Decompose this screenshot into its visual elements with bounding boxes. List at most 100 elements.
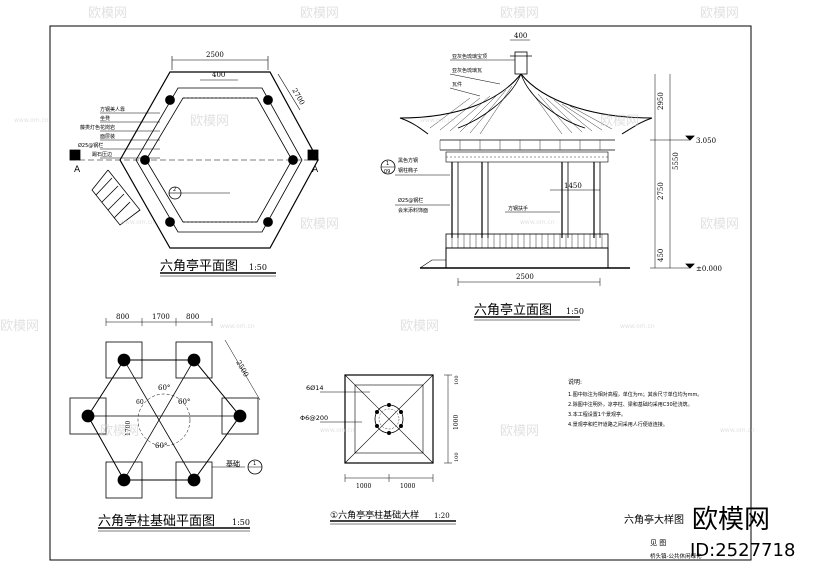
detail-rebar-top: 6Ø14 bbox=[306, 384, 324, 392]
plan-detail-ref: 2 bbox=[173, 187, 176, 193]
foundation-plan-scale: 1:50 bbox=[232, 518, 250, 527]
elevation-scale: 1:50 bbox=[566, 307, 584, 316]
plan-dim-width: 2500 bbox=[206, 51, 224, 59]
watermark-layer: 欧模网 欧模网 欧模网 欧模网 欧模网 欧模网 欧模网 欧模网 欧模网 欧模网 … bbox=[0, 6, 755, 439]
plan-dim-side: 2700 bbox=[290, 87, 306, 106]
watermark-brand: 欧模网 bbox=[700, 6, 739, 21]
elevation-callout: 黑色方钢 bbox=[398, 157, 418, 164]
plan-scale: 1:50 bbox=[249, 263, 267, 272]
plan-callout: 藤类灯色花岗岩 bbox=[80, 124, 115, 131]
notes-line: 2.除图中注明外，凉亭柱、梁和基础均采用C30砼浇筑。 bbox=[568, 401, 693, 408]
foundation-dim-c: 800 bbox=[186, 313, 199, 321]
foundation-label: 基础 bbox=[226, 459, 240, 468]
watermark-url: www.om.cn bbox=[620, 323, 655, 330]
foundation-angle-3: 60° bbox=[155, 442, 167, 450]
column-marker bbox=[263, 217, 273, 227]
elevation-dim-h4: 450 bbox=[657, 249, 665, 262]
title-block-title: 六角亭大样图 bbox=[624, 513, 684, 526]
plan-callout: 踢石压边 bbox=[92, 151, 112, 158]
plan-callout: 坐凳 bbox=[100, 115, 110, 122]
elevation-view bbox=[380, 39, 695, 321]
elevation-callout: 钢柱椭子 bbox=[398, 167, 418, 174]
elevation-dim-top: 400 bbox=[514, 32, 527, 40]
elevation-dim-h1: 2950 bbox=[657, 92, 665, 110]
watermark-brand: 欧模网 bbox=[500, 6, 539, 21]
detail-dim-w2: 1000 bbox=[400, 483, 415, 490]
watermark-brand: 欧模网 bbox=[0, 319, 39, 334]
plan-inner-hexagon bbox=[135, 87, 303, 233]
plan-callout: 方钢美人靠 bbox=[100, 106, 125, 113]
column-marker bbox=[263, 95, 273, 105]
elevation-level-ground: ±0.000 bbox=[696, 265, 722, 273]
elevation-detail-ref-bottom: 09 bbox=[384, 169, 390, 175]
elevation-callout: 亚灰色琉璃瓦 bbox=[452, 67, 482, 74]
watermark-url: www.om.cn bbox=[520, 219, 555, 226]
foundation-detail-ref: 1 bbox=[253, 461, 256, 467]
title-block-project: 桥头镇-公共休闲绿化 bbox=[650, 552, 702, 560]
foundation-detail bbox=[320, 374, 456, 525]
notes-heading: 说明: bbox=[568, 378, 582, 386]
foundation-dim-b: 1700 bbox=[152, 313, 170, 321]
title-block-view: 见 图 bbox=[650, 539, 666, 547]
plan-callout: Ø25@钢栏 bbox=[78, 142, 103, 149]
elevation-dim-offset: 1450 bbox=[564, 182, 582, 190]
foundation-dim-f: 1700 bbox=[125, 421, 132, 436]
watermark-brand: 欧模网 bbox=[700, 217, 739, 232]
watermark-brand: 欧模网 bbox=[400, 319, 439, 334]
watermark-url: www.om.cn bbox=[120, 219, 155, 226]
watermark-brand: 欧模网 bbox=[88, 6, 127, 21]
elevation-callout: 亚灰色琉璃宝顶 bbox=[452, 53, 487, 60]
watermark-url: www.om.cn bbox=[720, 427, 755, 434]
corner-badge: 欧模网 ID:2527718 bbox=[690, 505, 795, 561]
foundation-plan bbox=[69, 318, 263, 532]
drawing-frame bbox=[49, 25, 752, 561]
watermark-url: www.om.cn bbox=[14, 117, 49, 124]
plan-title: 六角亭平面图 bbox=[160, 258, 238, 274]
notes-line: 1.图中标注为相对高程，单位为m；其余尺寸单位均为mm。 bbox=[568, 391, 702, 398]
detail-dim-h: 1000 bbox=[453, 415, 460, 430]
elevation-base bbox=[445, 247, 609, 269]
watermark-url: www.om.cn bbox=[320, 427, 355, 434]
foundation-angle-1: 60° bbox=[158, 384, 170, 392]
roof-finial bbox=[514, 51, 528, 75]
detail-rebar-side: Φ6@200 bbox=[300, 414, 328, 422]
foundation-dim-e: 60 bbox=[136, 399, 144, 406]
elevation-level-roof: 3.050 bbox=[696, 137, 716, 145]
watermark-url: www.om.cn bbox=[220, 323, 255, 330]
watermark-brand: 欧模网 bbox=[500, 424, 539, 439]
roof-outline bbox=[399, 73, 522, 135]
detail-dim-w1: 1000 bbox=[356, 483, 371, 490]
footing-outline bbox=[344, 374, 434, 464]
watermark-brand: 欧模网 bbox=[300, 6, 339, 21]
corner-id: ID:2527718 bbox=[690, 540, 795, 561]
watermark-brand: 欧模网 bbox=[190, 114, 229, 129]
column-marker bbox=[165, 95, 175, 105]
watermark-brand: 欧模网 bbox=[300, 217, 339, 232]
plan-steps bbox=[91, 169, 141, 226]
elevation-railing bbox=[445, 233, 609, 249]
foundation-plan-title: 六角亭柱基础平面图 bbox=[98, 513, 215, 529]
elevation-callout: Ø25@钢栏 bbox=[398, 197, 423, 204]
detail-scale: 1:20 bbox=[434, 512, 450, 520]
corner-logo: 欧模网 bbox=[692, 505, 770, 535]
watermark-brand: 欧模网 bbox=[100, 424, 139, 439]
plan-section-mark-right: A bbox=[312, 165, 319, 175]
watermark-brand: 欧模网 bbox=[600, 114, 639, 129]
plan-dim-inner: 400 bbox=[212, 71, 225, 79]
plan-callout: 面层装 bbox=[100, 133, 115, 140]
detail-dim-sub2: 100 bbox=[454, 452, 460, 462]
elevation-title: 六角亭立面图 bbox=[474, 302, 552, 318]
foundation-angle-2: 60° bbox=[178, 398, 190, 406]
detail-title: ①六角亭亭柱基础大样 bbox=[330, 509, 419, 521]
column-marker bbox=[165, 217, 175, 227]
elevation-callout: 方钢扶手 bbox=[508, 205, 528, 212]
foundation-dim-a: 800 bbox=[116, 313, 129, 321]
watermark-url: www.om.cn bbox=[420, 117, 455, 124]
notes-line: 4.景观亭和栏杆道路之间采用人行便道连接。 bbox=[568, 421, 668, 428]
elevation-dim-base: 2500 bbox=[516, 273, 534, 281]
foundation-dim-d: 2500 bbox=[234, 359, 250, 378]
detail-dim-sub1: 100 bbox=[454, 375, 460, 385]
plan-section-mark-left: A bbox=[74, 165, 81, 175]
elevation-callout: 会米添料饰面 bbox=[398, 207, 428, 214]
